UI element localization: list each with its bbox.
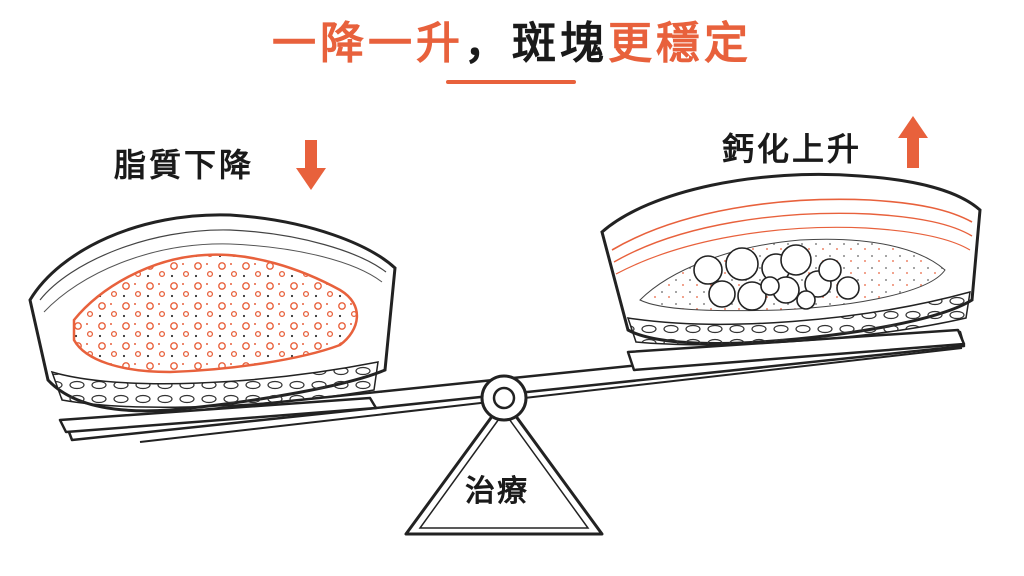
title-part-decrease-increase: 一降一升 — [272, 18, 464, 69]
calcified-plaque — [600, 172, 982, 346]
page-title: 一降一升，斑塊更穩定 — [0, 14, 1024, 74]
calcium-nodules — [693, 244, 860, 311]
label-lipid-decrease: 脂質下降 — [114, 146, 255, 184]
title-underline — [446, 80, 576, 84]
lipid-rich-plaque — [28, 213, 397, 413]
label-treatment: 治療 — [465, 474, 529, 509]
left-plate — [58, 396, 378, 434]
arrow-up-icon — [898, 116, 928, 168]
label-calcification-increase: 鈣化上升 — [722, 130, 863, 168]
fulcrum — [404, 374, 604, 536]
title-part-more-stable: 更穩定 — [608, 18, 752, 69]
title-part-plaque: ，斑塊 — [464, 18, 608, 69]
arrow-down-icon — [296, 140, 326, 190]
